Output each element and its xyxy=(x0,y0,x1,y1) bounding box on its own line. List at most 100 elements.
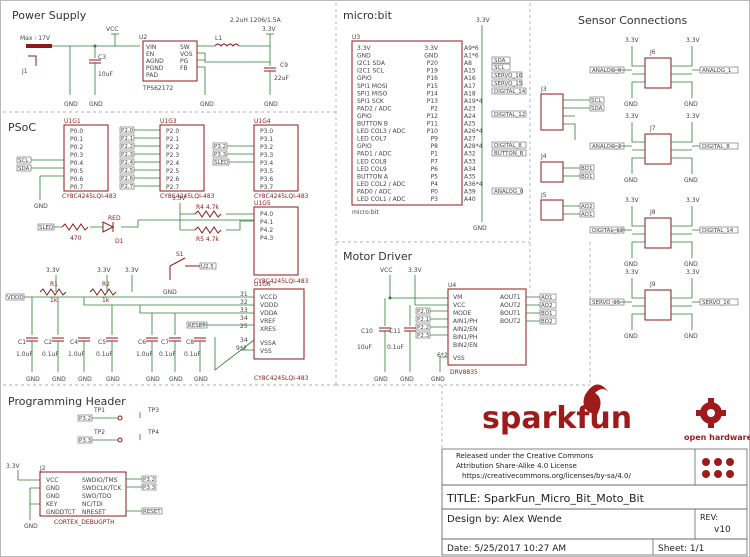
svg-text:VSS: VSS xyxy=(260,348,272,355)
svg-text:AIN1/PH: AIN1/PH xyxy=(453,318,477,325)
svg-text:J2: J2 xyxy=(39,465,46,472)
svg-text:P0.1: P0.1 xyxy=(70,136,83,143)
svg-text:10uF: 10uF xyxy=(357,344,372,351)
svg-text:P0.7: P0.7 xyxy=(70,184,83,191)
svg-text:P2.7: P2.7 xyxy=(166,184,179,191)
j3-connector: J3 SCL SDA xyxy=(540,86,605,140)
j6-label: J6 xyxy=(649,49,656,56)
svg-text:U1G3: U1G3 xyxy=(160,118,177,125)
l1-value: 2.2uH 1206/1.5A xyxy=(230,17,282,24)
svg-text:CY8C4245LQI-483: CY8C4245LQI-483 xyxy=(254,375,309,382)
power-decoupling: 3.3V 3.3V 3.3V R1 1k R2 1k VDDD RESET U1… xyxy=(5,267,309,382)
microbit-pin-label: GPIO xyxy=(357,143,372,150)
svg-text:P2.4: P2.4 xyxy=(166,160,179,167)
gnd-label: GND xyxy=(473,225,487,232)
svg-text:P2.4: P2.4 xyxy=(121,160,134,166)
svg-text:SCL: SCL xyxy=(494,65,505,71)
u1g4-block: U1G4 P3.0 P3.1 P3.2 P3.3 P3.4 P3.5 P3.6 … xyxy=(212,118,309,200)
microbit-pad-label: A40 xyxy=(464,196,476,203)
microbit-pin-label: LED COL9 xyxy=(357,166,387,173)
microbit-pin-label: GND xyxy=(357,53,371,60)
svg-text:VSS: VSS xyxy=(453,355,465,362)
c3-label: C3 xyxy=(98,54,106,61)
net-tag-label: DIGITAL_12 xyxy=(592,228,623,234)
svg-text:3.3V: 3.3V xyxy=(125,267,140,274)
microbit-pin-number: P19 xyxy=(427,68,438,75)
svg-text:R2: R2 xyxy=(102,281,110,288)
svg-text:GND: GND xyxy=(400,376,414,383)
net-tag-label: SERVO_16 xyxy=(702,300,731,306)
svg-text:P4.1: P4.1 xyxy=(260,219,273,226)
c9-value: 22uF xyxy=(274,75,289,82)
svg-text:AO1: AO1 xyxy=(581,212,593,218)
svg-text:BIN1/PH: BIN1/PH xyxy=(453,334,477,341)
svg-text:1k: 1k xyxy=(50,297,58,304)
svg-text:P3.2: P3.2 xyxy=(260,144,273,151)
capacitor-symbol xyxy=(194,337,206,342)
svg-text:BO2: BO2 xyxy=(541,319,553,325)
svg-text:J5: J5 xyxy=(540,192,547,199)
net-tag-label: ANALOG_2 xyxy=(592,144,621,150)
u1g1-block: U1G1 P0.0 P0.1 P0.2 P0.3 P0.4 P0.5 P0.6 … xyxy=(16,118,117,210)
cap-value: 0.1uF xyxy=(42,351,59,358)
svg-text:P3.2: P3.2 xyxy=(214,144,226,150)
svg-text:P2.3: P2.3 xyxy=(166,152,179,159)
j9-label: J9 xyxy=(649,281,656,288)
svg-text:P2.3: P2.3 xyxy=(417,333,430,339)
net-tag xyxy=(699,142,739,150)
v33-label: 3.3V xyxy=(476,17,491,24)
j8-label: J8 xyxy=(649,209,656,216)
schematic-title: TITLE: SparkFun_Micro_Bit_Moto_Bit xyxy=(446,492,645,505)
svg-text:P4.0: P4.0 xyxy=(260,211,273,218)
svg-text:1k: 1k xyxy=(102,297,110,304)
svg-text:CY8C4245LQI-483: CY8C4245LQI-483 xyxy=(254,193,309,200)
section-title-motor: Motor Driver xyxy=(343,250,413,263)
u1g3-block: U1G3 P2.0 P2.1 P2.2 P2.3 P2.4 P2.5 P2.6 … xyxy=(119,118,215,200)
svg-text:P2.2: P2.2 xyxy=(417,325,429,331)
gnd-label: GND xyxy=(169,376,183,383)
u2-label: U2 xyxy=(139,34,147,41)
svg-text:P0.0: P0.0 xyxy=(70,128,83,135)
svg-text:TP4: TP4 xyxy=(147,429,159,436)
u2-right-pins: SW VOS PG FB xyxy=(180,44,193,72)
microbit-pin-label: 3.3V xyxy=(357,45,372,52)
capacitor-symbol xyxy=(78,337,90,342)
svg-text:3.3V: 3.3V xyxy=(408,267,423,274)
net-tag-label: ANALOG_1 xyxy=(702,68,731,74)
sparkfun-flame-icon xyxy=(583,384,609,415)
wire xyxy=(631,46,645,98)
svg-text:AO1: AO1 xyxy=(541,295,553,301)
l1-label: L1 xyxy=(215,35,222,42)
gnd-label: GND xyxy=(684,333,698,340)
microbit-pin-label: GPIO xyxy=(357,75,372,82)
microbit-pad-label: A9*6 xyxy=(464,45,479,52)
svg-text:P3.2: P3.2 xyxy=(79,416,91,422)
svg-text:J3: J3 xyxy=(540,86,547,93)
gnd-label: GND xyxy=(684,177,698,184)
microbit-pad-label: A8 xyxy=(464,60,472,67)
svg-text:P3.3: P3.3 xyxy=(143,485,156,491)
svg-text:25: 25 xyxy=(240,323,248,330)
svg-text:P2.7: P2.7 xyxy=(121,184,134,190)
microbit-pad-label: A33 xyxy=(464,158,476,165)
gnd-label: GND xyxy=(624,261,638,268)
svg-text:P2.6: P2.6 xyxy=(121,176,134,182)
j7-label: J7 xyxy=(649,125,656,132)
v33-label: 3.3V xyxy=(686,269,701,276)
capacitor-symbol xyxy=(169,337,181,342)
svg-text:TP2: TP2 xyxy=(93,429,105,436)
rev-value: v10 xyxy=(714,525,731,535)
svg-text:U1G1: U1G1 xyxy=(64,118,81,125)
svg-text:P3.3: P3.3 xyxy=(79,438,92,444)
microbit-pin-label: GPIO xyxy=(357,113,372,120)
license-line-3: https://creativecommons.org/licenses/by-… xyxy=(462,472,631,480)
svg-text:BIN2/EN: BIN2/EN xyxy=(453,342,478,349)
